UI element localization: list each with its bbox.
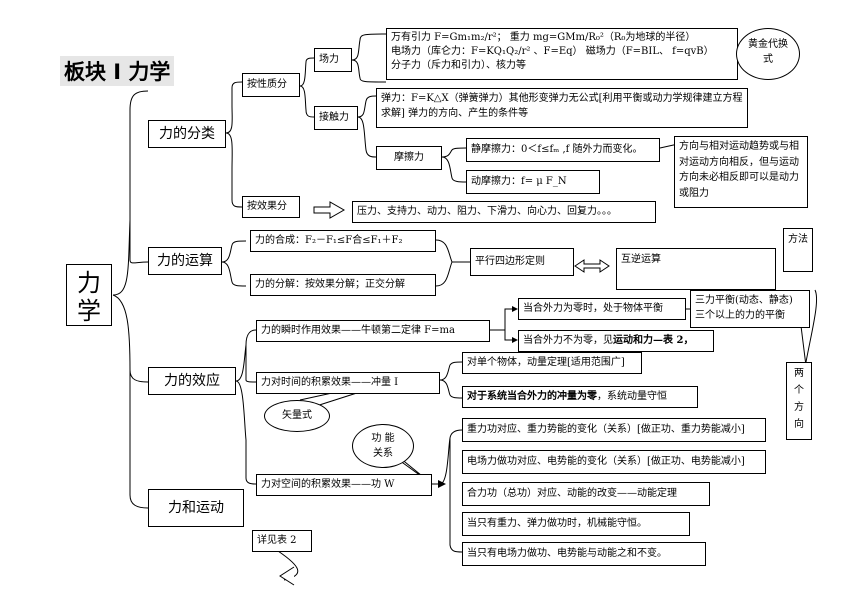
effect-list-box: 压力、支持力、动力、阻力、下滑力、向心力、回复力。。。 — [352, 201, 656, 223]
nonzero-prefix: 当合外力不为零，见 — [523, 335, 613, 346]
node-effect: 力的效应 — [148, 367, 236, 395]
composition-box: 力的合成：F₂－F₁≤F合≤F₁＋F₂ — [250, 230, 436, 252]
elastic-force-box: 弹力：F=K△X（弹簧弹力）其他形变弹力无公式[利用平衡或动力学规律建立方程求解… — [376, 88, 748, 128]
nonzero-bold: 运动和力—表 2， — [613, 335, 694, 346]
inverse-arrow — [574, 259, 610, 273]
time-accumulation-box: 力对时间的积累效果——冲量 I — [256, 372, 440, 394]
system-bold: 对于系统当合外力的冲量为零 — [467, 391, 597, 402]
golden-substitution-callout: 黄金代换式 — [736, 28, 800, 80]
node-operation: 力的运算 — [148, 247, 222, 275]
space-accumulation-box: 力对空间的积累效果——功 W — [256, 474, 432, 496]
node-contact-force: 接触力 — [314, 106, 358, 130]
root-label: 力学 — [77, 269, 101, 325]
page-title: 板块 I 力学 — [60, 56, 175, 86]
static-friction-box: 静摩擦力：0＜f≤fₘ ,f 随外力而变化。 — [466, 138, 660, 162]
inverse-box: 互逆运算 — [616, 248, 776, 290]
kinetic-friction-box: 动摩擦力：f= μ F_N — [466, 170, 600, 194]
node-motion: 力和运动 — [148, 489, 244, 527]
single-body-box: 对单个物体，动量定理[适用范围广] — [462, 352, 642, 374]
friction-direction-note: 方向与相对运动趋势或与相对运动方向相反，但与运动方向未必相反即可以是动力或阻力 — [674, 136, 808, 208]
two-directions-box: 两个方向 — [786, 362, 812, 440]
vector-callout: 矢量式 — [264, 400, 330, 432]
node-by-nature: 按性质分 — [242, 73, 300, 97]
node-by-effect: 按效果分 — [242, 196, 300, 218]
equilibrium-line: 三力平衡(动态、静态) — [695, 295, 793, 306]
see-table-box: 详见表 2 — [252, 530, 312, 552]
instant-effect-box: 力的瞬时作用效果——牛顿第二定律 F=ma — [256, 320, 490, 342]
node-friction: 摩擦力 — [376, 146, 442, 170]
equilibrium-box: 三力平衡(动态、静态) 三个以上的力的平衡 — [690, 290, 810, 328]
field-line: 万有引力 F=Gm₁m₂/r²； 重力 mg=GMm/R₀²（R₀为地球的半径） — [391, 32, 696, 43]
see-table-arrow-head — [279, 566, 295, 586]
zero-net-force-box: 当合外力为零时，处于物体平衡 — [518, 298, 686, 320]
operation-brace — [221, 240, 247, 263]
parallelogram-box: 平行四边形定则 — [470, 248, 574, 276]
root-node: 力学 — [66, 264, 112, 326]
work-item: 当只有重力、弹力做功时，机械能守恒。 — [462, 512, 690, 536]
node-classification: 力的分类 — [148, 120, 226, 148]
classification-brace — [225, 81, 243, 134]
root-brace — [112, 90, 149, 296]
method-box: 方法 — [783, 228, 813, 272]
work-item: 合力功（总功）对应、动能的改变——动能定理 — [462, 482, 710, 506]
system-momentum-box: 对于系统当合外力的冲量为零，系统动量守恒 — [462, 386, 698, 408]
node-field-force: 场力 — [314, 48, 352, 72]
system-rest: ，系统动量守恒 — [597, 391, 667, 402]
golden-substitution-label: 黄金代换式 — [748, 39, 788, 65]
field-line: 分子力（斥力和引力）、核力等 — [391, 60, 526, 71]
nonzero-net-force-box: 当合外力不为零，见运动和力—表 2， — [518, 330, 714, 352]
work-energy-callout: 功 能关系 — [352, 424, 414, 468]
decomposition-box: 力的分解：按效果分解；正交分解 — [250, 274, 436, 296]
work-energy-label: 功 能关系 — [371, 433, 395, 459]
work-item: 当只有电场力做功、电势能与动能之和不变。 — [462, 542, 706, 566]
work-item: 重力功对应、重力势能的变化（关系）[做正功、重力势能减小] — [462, 418, 766, 442]
work-item: 电场力做功对应、电势能的变化（关系）[做正功、电势能减小] — [462, 450, 766, 474]
equilibrium-line: 三个以上的力的平衡 — [695, 310, 785, 321]
field-line: 电场力（库仑力：F=KQ₁Q₂/r² 、F=Eq） 磁场力（F=BIL、 f=q… — [391, 46, 714, 57]
field-force-box: 万有引力 F=Gm₁m₂/r²； 重力 mg=GMm/R₀²（R₀为地球的半径）… — [386, 28, 738, 80]
effect-double-arrow — [313, 201, 346, 219]
